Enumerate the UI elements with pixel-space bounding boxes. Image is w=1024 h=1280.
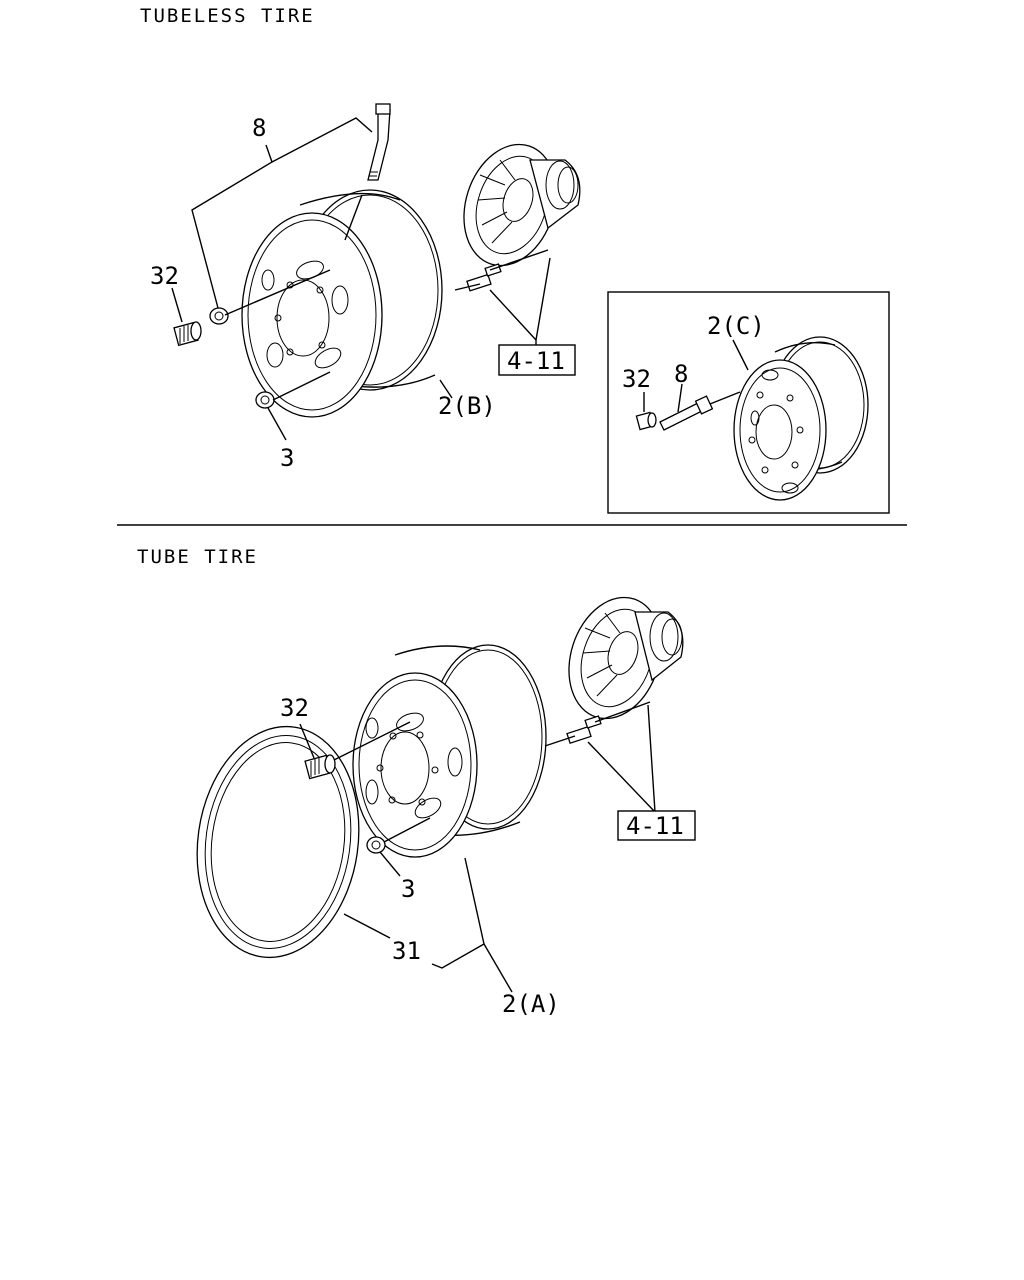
callout-hub-ref-tubeless[interactable]: 4-11 xyxy=(507,347,565,375)
callout-cap-inset: 32 xyxy=(622,365,651,393)
ref-box-tube xyxy=(617,810,696,841)
wheel-inset xyxy=(733,336,869,501)
callout-hub-ref-tube[interactable]: 4-11 xyxy=(626,812,684,840)
hub-tubeless xyxy=(463,143,581,267)
wheel-tubeless xyxy=(241,189,443,418)
tire-flap xyxy=(196,725,360,959)
leader-lines-tubeless xyxy=(171,117,551,441)
wheel-stud-tube xyxy=(566,715,602,744)
hub-nut-tube xyxy=(366,836,386,854)
nut-cap-inset xyxy=(635,411,657,431)
callout-wheel-inset: 2(C) xyxy=(707,312,765,340)
wheel-tube xyxy=(352,644,547,858)
valve-stem-tubeless xyxy=(367,103,391,181)
callout-nut-tubeless: 3 xyxy=(280,444,294,472)
callout-cap-tubeless: 32 xyxy=(150,262,179,290)
callout-wheel-tubeless: 2(B) xyxy=(438,392,496,420)
callout-valve-inset: 8 xyxy=(674,360,688,388)
leader-lines-tube xyxy=(299,701,656,993)
nut-cap-tube xyxy=(304,754,336,780)
nut-cap-tubeless xyxy=(173,321,202,347)
valve-stem-inset xyxy=(659,395,714,431)
hub-nut-tubeless xyxy=(209,307,229,325)
callout-flap-tube: 31 xyxy=(392,937,421,965)
callout-cap-tube: 32 xyxy=(280,694,309,722)
hub-tube xyxy=(568,596,684,720)
leader-lines-inset xyxy=(643,339,749,413)
section-title-tube: TUBE TIRE xyxy=(137,546,258,568)
callout-nut-tube: 3 xyxy=(401,875,415,903)
hub-nut-lower-tubeless xyxy=(255,391,275,409)
ref-box-tubeless xyxy=(498,344,576,376)
callout-wheel-tube: 2(A) xyxy=(502,990,560,1018)
section-title-tubeless: TUBELESS TIRE xyxy=(140,5,315,27)
callout-valve-tubeless: 8 xyxy=(252,114,266,142)
